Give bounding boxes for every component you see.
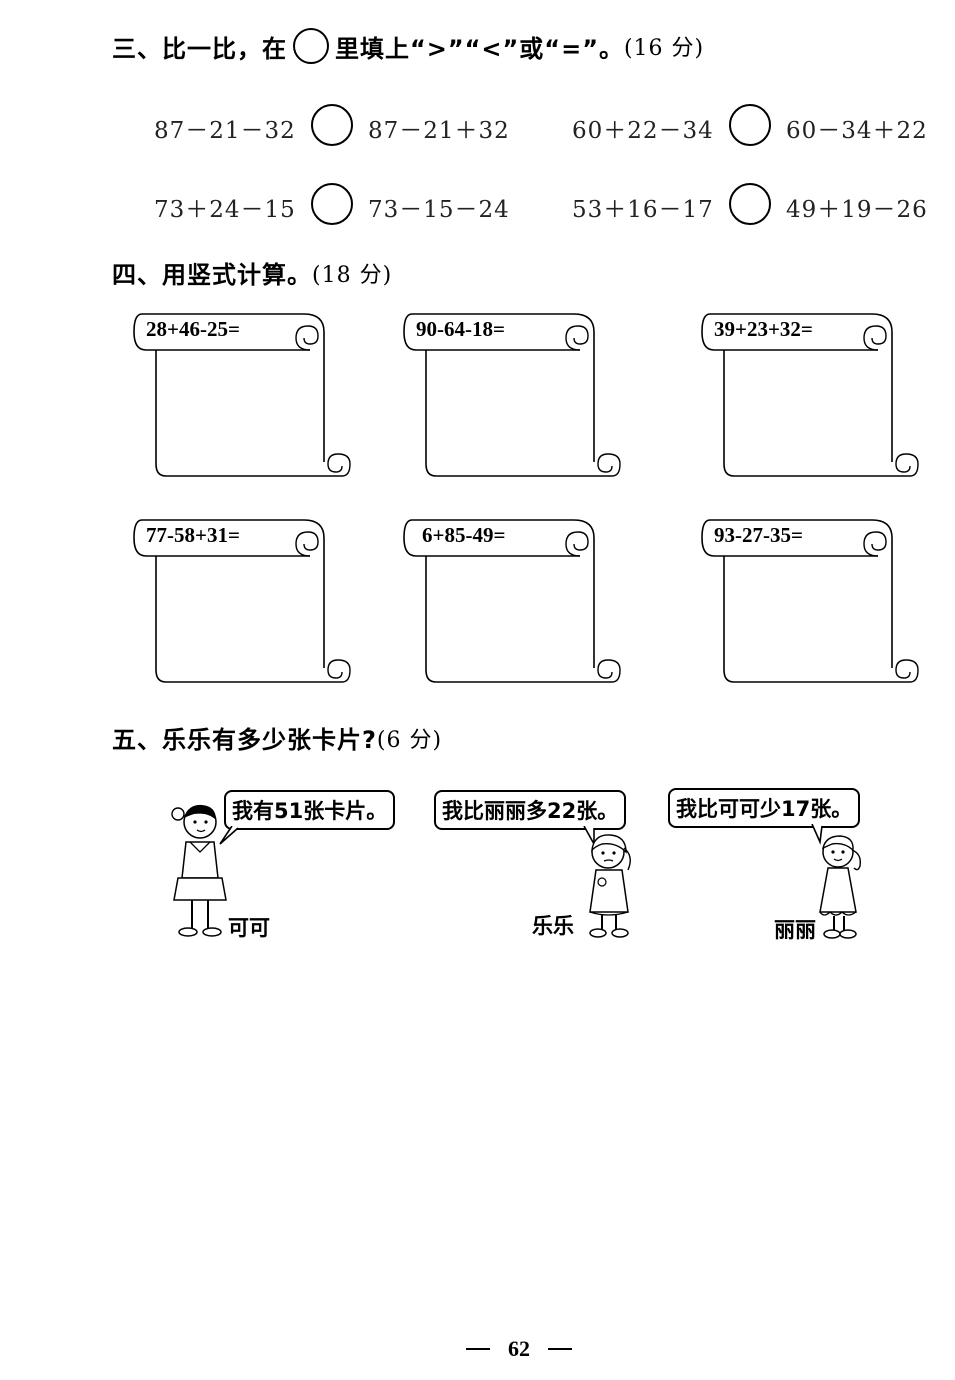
scroll-work-area[interactable]: 6+85-49= xyxy=(402,518,622,688)
page-number-value: 62 xyxy=(508,1336,530,1361)
lili-speech-text: 我比可可少17张。 xyxy=(676,797,853,821)
compare-4-answer-circle[interactable] xyxy=(729,183,771,225)
dash-right xyxy=(548,1348,572,1350)
section-5-score: (6 分) xyxy=(376,727,443,753)
scroll-frame-icon xyxy=(701,519,919,683)
compare-1-right: 87－21＋32 xyxy=(368,118,510,144)
section-4-heading: 四、用竖式计算。 (18 分) xyxy=(112,255,392,290)
lili-speech-bubble: 我比可可少17张。 xyxy=(668,788,861,828)
compare-2-right: 60－34＋22 xyxy=(786,118,928,144)
problem-5-label: 6+85-49= xyxy=(422,523,506,547)
compare-3-right: 73－15－24 xyxy=(368,197,510,223)
problem-6-label: 93-27-35= xyxy=(714,523,803,547)
girl-figure-icon xyxy=(171,804,227,937)
lili-name: 丽丽 xyxy=(774,918,816,942)
scroll-work-area[interactable]: 93-27-35= xyxy=(700,518,920,688)
character-lele-figure xyxy=(580,830,640,940)
compare-4-left: 53＋16－17 xyxy=(572,197,714,223)
lili-speech-tail-icon xyxy=(811,824,823,845)
section-5-heading-text: 五、乐乐有多少张卡片? xyxy=(112,726,377,754)
keke-speech-text: 我有51张卡片。 xyxy=(232,799,388,823)
section-5-heading: 五、乐乐有多少张卡片? (6 分) xyxy=(112,720,442,755)
scroll-frame-icon xyxy=(403,313,621,477)
scroll-work-area[interactable]: 90-64-18= xyxy=(402,312,622,482)
lele-speech-text: 我比丽丽多22张。 xyxy=(442,799,619,823)
girl-figure-icon xyxy=(819,835,862,939)
section-3-heading: 三、比一比，在 里填上“>”“<”或“=”。 (16 分) xyxy=(112,28,704,64)
dash-left xyxy=(466,1348,490,1350)
blank-circle-icon xyxy=(293,28,329,64)
compare-1-answer-circle[interactable] xyxy=(311,104,353,146)
compare-1-left: 87－21－32 xyxy=(154,118,296,144)
problem-1-label: 28+46-25= xyxy=(146,317,240,341)
lele-name: 乐乐 xyxy=(532,914,574,938)
scroll-frame-icon xyxy=(701,313,919,477)
section-3-heading-text-after: 里填上“>”“<”或“=”。 xyxy=(335,34,624,63)
scroll-frame-icon xyxy=(133,519,351,683)
compare-3-answer-circle[interactable] xyxy=(311,183,353,225)
keke-name: 可可 xyxy=(228,916,270,940)
section-3-score: (16 分) xyxy=(623,36,705,61)
character-keke-figure xyxy=(164,800,230,940)
lele-speech-bubble: 我比丽丽多22张。 xyxy=(434,790,627,830)
problem-2-label: 90-64-18= xyxy=(416,317,505,341)
character-lili-figure xyxy=(810,832,870,942)
keke-speech-tail-icon xyxy=(219,826,239,845)
problem-4-label: 77-58+31= xyxy=(146,523,240,547)
section-4-heading-text: 四、用竖式计算。 xyxy=(112,261,312,289)
compare-4-right: 49＋19－26 xyxy=(786,197,928,223)
compare-2-left: 60＋22－34 xyxy=(572,118,714,144)
page-number: 62 xyxy=(466,1336,572,1362)
scroll-work-area[interactable]: 77-58+31= xyxy=(132,518,352,688)
problem-3-label: 39+23+32= xyxy=(714,317,813,341)
scroll-work-area[interactable]: 28+46-25= xyxy=(132,312,352,482)
scroll-work-area[interactable]: 39+23+32= xyxy=(700,312,920,482)
compare-2-answer-circle[interactable] xyxy=(729,104,771,146)
girl-figure-icon xyxy=(589,834,631,938)
keke-speech-bubble: 我有51张卡片。 xyxy=(224,790,396,830)
scroll-frame-icon xyxy=(403,519,621,683)
scroll-frame-icon xyxy=(133,313,351,477)
section-3-heading-text-before: 三、比一比，在 xyxy=(112,34,287,63)
compare-3-left: 73＋24－15 xyxy=(154,197,296,223)
section-4-score: (18 分) xyxy=(312,262,393,288)
